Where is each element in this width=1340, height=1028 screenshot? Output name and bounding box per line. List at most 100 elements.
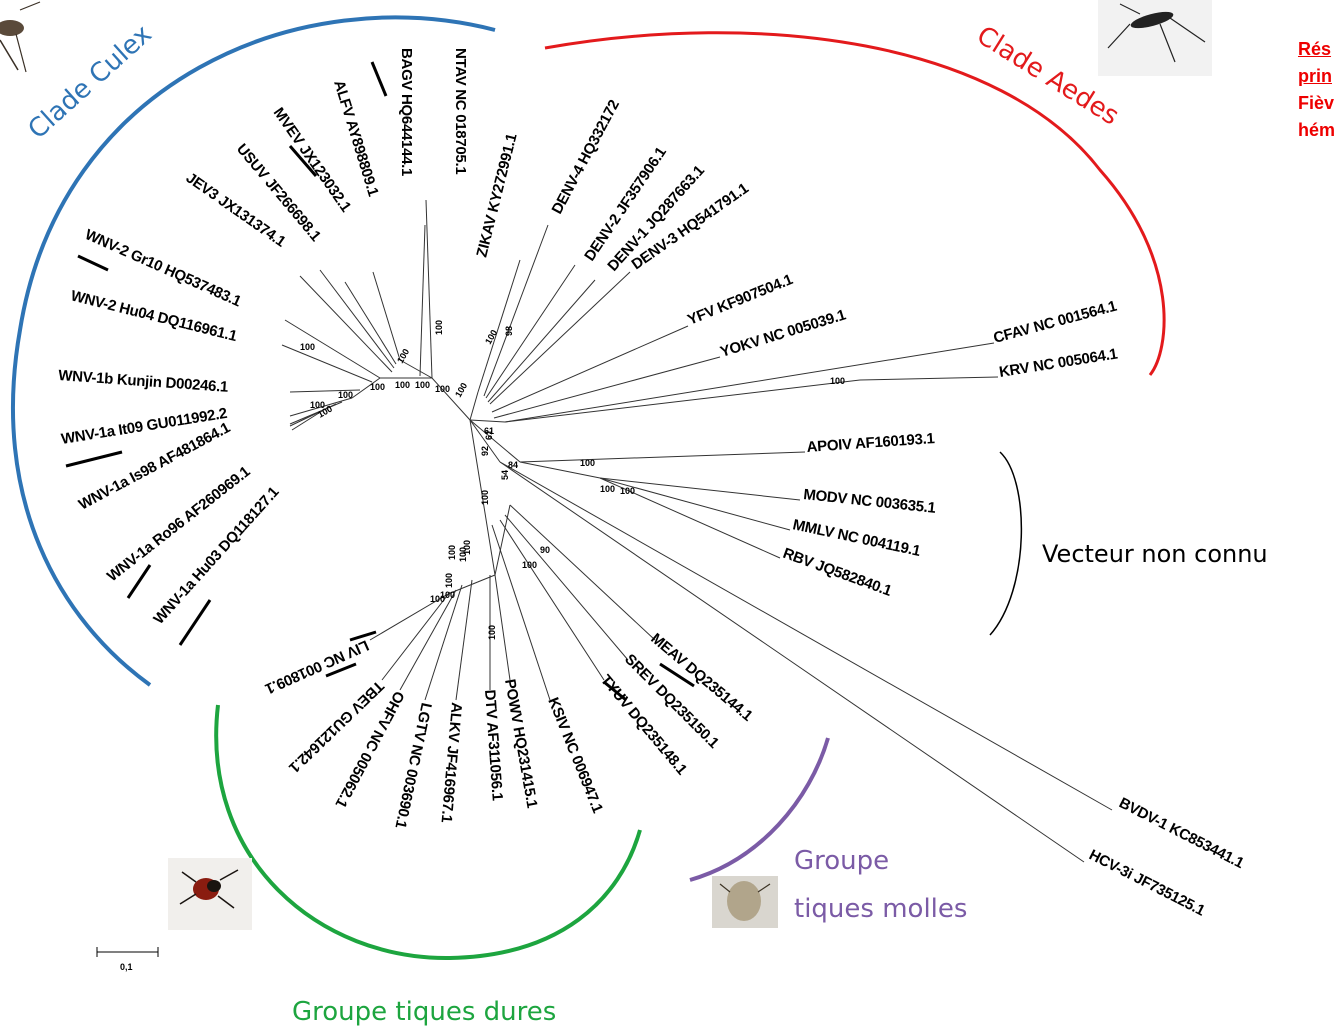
leaf-label: TYUV DQ235148.1 — [597, 672, 690, 778]
bootstrap-label: 100 — [483, 328, 499, 346]
leaf-label: MODV NC 003635.1 — [803, 486, 937, 517]
side-note-line-4: hém — [1298, 120, 1336, 140]
aedes-clade-arc — [544, 31, 1166, 376]
bootstrap-label: 100 — [462, 540, 472, 555]
bootstrap-label: 61 — [484, 426, 494, 436]
soft-ticks-label-1: Groupe — [794, 846, 889, 876]
branch-1 — [419, 224, 426, 377]
bootstrap-label: 90 — [540, 545, 550, 555]
branch-2 — [372, 271, 401, 361]
bootstrap-label: 100 — [430, 594, 445, 604]
bootstrap-label: 100 — [447, 545, 457, 560]
leaf-label: NTAV NC 018705.1 — [452, 48, 469, 174]
underline-marks — [65, 61, 695, 702]
bootstrap-label: 100 — [434, 320, 444, 335]
leaf-label: YOKV NC 005039.1 — [718, 306, 848, 360]
bootstrap-label: 100 — [480, 490, 490, 505]
branch-12 — [291, 405, 331, 431]
bootstrap-label: 84 — [508, 460, 518, 470]
underline-mark — [65, 450, 123, 468]
branch-15 — [485, 264, 576, 399]
branch-21 — [859, 376, 999, 381]
bootstrap-label: 100 — [440, 590, 455, 600]
bootstrap-label: 100 — [395, 347, 411, 365]
underline-mark — [288, 145, 318, 177]
side-note: Rés prin Fièv hém — [1298, 36, 1340, 144]
branch-11 — [289, 403, 337, 427]
branch-17 — [489, 271, 631, 405]
leaf-label: DENV-4 HQ332172 — [549, 97, 623, 217]
branch-18 — [491, 325, 689, 413]
branch-8 — [289, 389, 361, 393]
bootstrap-label: 100 — [310, 400, 325, 410]
branch-16 — [487, 279, 596, 403]
hard-tick-image — [168, 858, 252, 930]
aedes-mosquito-image — [1098, 0, 1212, 76]
branch-4 — [319, 269, 395, 369]
bootstrap-label: 100 — [370, 382, 385, 392]
branch-9 — [289, 397, 353, 417]
underline-mark — [349, 630, 377, 642]
branch-22 — [519, 451, 806, 463]
leaf-label: RBV JQ582840.1 — [781, 545, 894, 600]
branch-27 — [499, 461, 1085, 863]
branch-0 — [425, 199, 433, 379]
underline-mark — [370, 61, 388, 97]
underline-mark — [325, 662, 357, 678]
leaf-label: MEAV DQ235144.1 — [647, 630, 755, 725]
leaf-label: KSIV NC 006947.1 — [544, 695, 606, 815]
leaf-label: APOIV AF160193.1 — [806, 430, 935, 456]
side-note-line-3: Fièv — [1298, 93, 1335, 113]
culex-clade-arc — [11, 15, 496, 687]
branch-35 — [424, 584, 463, 701]
leaf-label: ALFV AY898809.1 — [330, 78, 381, 198]
leaf-label: BVDV-1 KC853441.1 — [1116, 794, 1246, 872]
leaf-label: DTV AF311056.1 — [481, 689, 506, 801]
leaf-label: HCV-3i JF735125.1 — [1086, 846, 1207, 919]
bootstrap-label: 100 — [522, 560, 537, 570]
branch-7 — [281, 344, 373, 383]
bootstrap-label: 100 — [435, 384, 450, 394]
branch-30 — [499, 519, 605, 681]
branch-19 — [493, 356, 721, 419]
soft-tick-image — [712, 876, 778, 928]
leaf-label: WNV-1b Kunjin D00246.1 — [58, 367, 229, 396]
leaf-label: ZIKAV KY272991.1 — [473, 132, 520, 259]
underline-mark — [178, 599, 212, 646]
branch-13 — [477, 259, 521, 393]
underline-mark — [603, 680, 627, 702]
bootstrap-label: 100 — [458, 547, 468, 562]
tree-branches — [281, 199, 1113, 863]
branch-29 — [504, 514, 629, 661]
leaf-label: SREV DQ235150.1 — [621, 651, 722, 752]
clade-culex-label: Clade Culex — [23, 19, 158, 145]
branch-32 — [494, 574, 511, 681]
soft-ticks-arc — [689, 737, 830, 882]
branch-36 — [399, 589, 457, 691]
bootstrap-label: 92 — [480, 446, 490, 456]
hard-ticks-arc — [214, 704, 642, 961]
bootstrap-label: 54 — [500, 470, 510, 480]
underline-mark — [126, 564, 152, 599]
leaf-label: CFAV NC 001564.1 — [992, 298, 1119, 347]
hard-ticks-label: Groupe tiques dures — [292, 997, 556, 1027]
bootstrap-label: 100 — [487, 625, 497, 640]
branch-5 — [299, 275, 393, 373]
bootstrap-label: 100 — [580, 458, 595, 468]
leaf-label: KRV NC 005064.1 — [998, 345, 1119, 380]
bootstrap-label: 100 — [395, 380, 410, 390]
branch-6 — [284, 319, 381, 379]
mosquito-image-topleft — [0, 1, 41, 73]
branch-14 — [483, 224, 549, 397]
branch-23 — [599, 477, 801, 501]
branch-26 — [499, 461, 1113, 811]
bootstrap-label: 100 — [830, 376, 845, 386]
vector-unknown-bracket — [989, 451, 1023, 636]
underline-mark — [77, 254, 109, 272]
branch-31 — [491, 524, 551, 701]
branch-38 — [369, 593, 449, 641]
branch-3 — [344, 281, 397, 365]
side-note-line-2: prin — [1298, 66, 1332, 86]
